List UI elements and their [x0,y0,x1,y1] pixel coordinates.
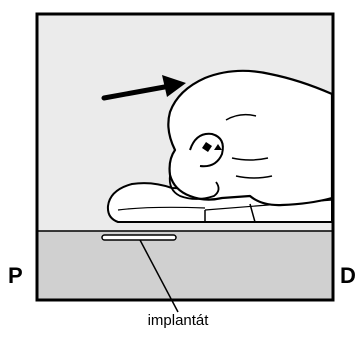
proximal-label: P [8,263,23,288]
implant-pointer-line [139,239,179,313]
skin-tissue-band [37,231,333,300]
hand-icon [167,69,334,207]
arrow-right-icon [101,75,186,101]
implant-label: implantát [147,312,209,329]
implant-rod-icon [101,234,177,241]
distal-label: D [340,263,356,288]
